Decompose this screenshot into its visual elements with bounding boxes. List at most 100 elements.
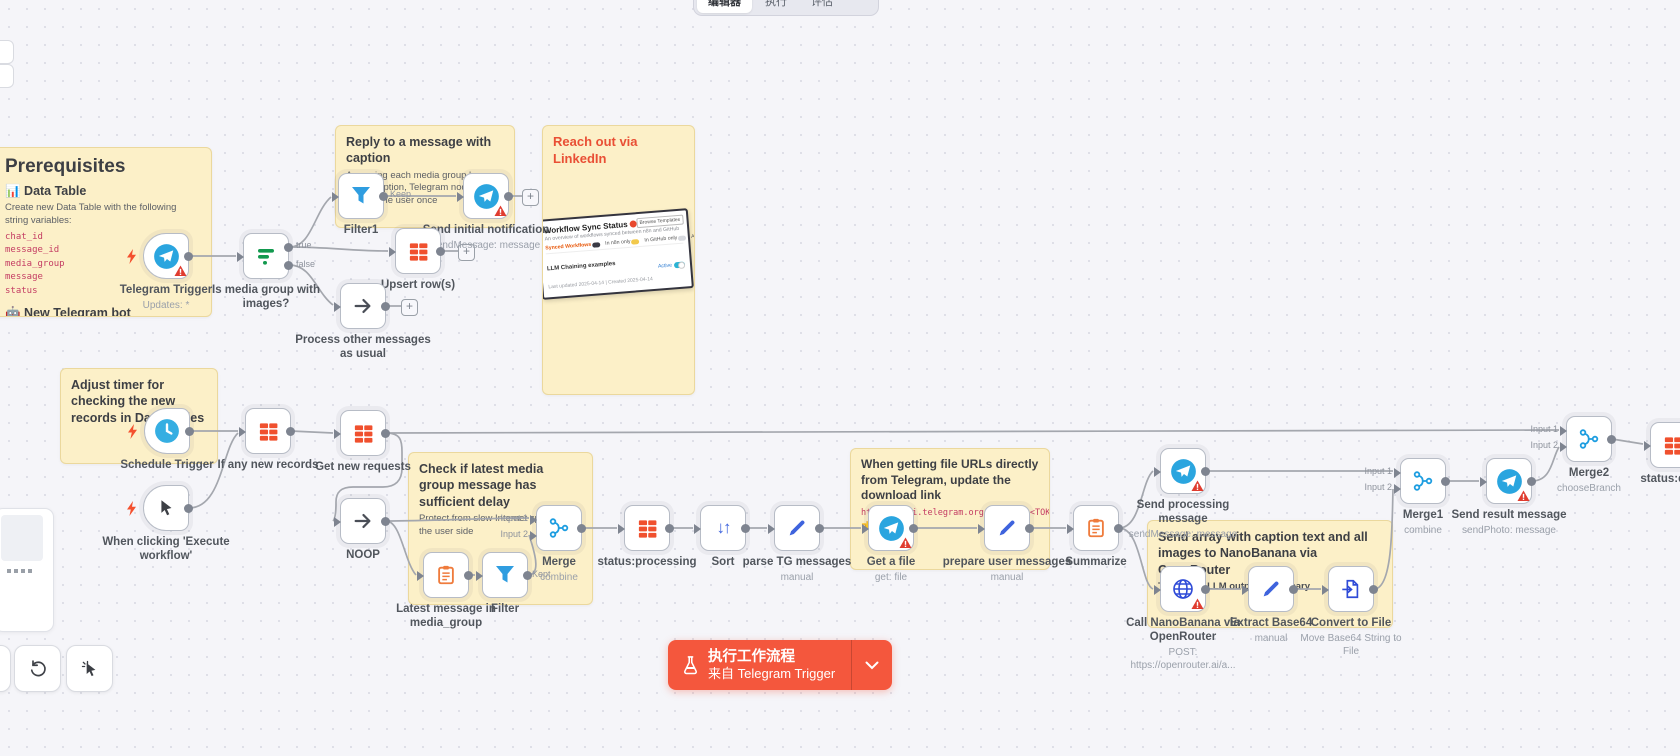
input-port[interactable] bbox=[334, 429, 341, 439]
sticky-prerequisites[interactable]: Prerequisites 📊 Data Table Create new Da… bbox=[0, 147, 212, 317]
node-filter1[interactable]: Filter1 bbox=[332, 173, 388, 236]
output-port[interactable] bbox=[1201, 467, 1210, 476]
output-port[interactable] bbox=[436, 247, 445, 256]
tidy-up-button[interactable] bbox=[66, 645, 113, 692]
input-port-1[interactable] bbox=[530, 515, 537, 525]
input-port[interactable] bbox=[457, 192, 464, 202]
node-is-media-group-switch[interactable]: Is media group with images? bbox=[212, 233, 320, 310]
output-port[interactable] bbox=[464, 571, 473, 580]
input-port[interactable] bbox=[237, 252, 244, 262]
node-noop[interactable]: NOOP bbox=[334, 498, 390, 561]
input-port[interactable] bbox=[334, 517, 341, 527]
output-port[interactable] bbox=[1025, 524, 1034, 533]
input-port[interactable] bbox=[334, 302, 341, 312]
output-port[interactable] bbox=[381, 517, 390, 526]
output-port[interactable] bbox=[1289, 585, 1298, 594]
output-port[interactable] bbox=[184, 252, 193, 261]
output-port[interactable] bbox=[504, 192, 513, 201]
input-port[interactable] bbox=[618, 524, 625, 534]
sticky-linkedin[interactable]: Reach out via LinkedIn Workflow Sync Sta… bbox=[542, 125, 695, 395]
output-port[interactable] bbox=[381, 302, 390, 311]
output-port[interactable] bbox=[381, 429, 390, 438]
output-port[interactable] bbox=[577, 524, 586, 533]
node-status-processing[interactable]: status:processing bbox=[597, 505, 697, 568]
input-port-2[interactable] bbox=[1560, 442, 1567, 452]
output-port[interactable] bbox=[184, 504, 193, 513]
cut-toolbar-button[interactable] bbox=[0, 645, 11, 692]
output-port[interactable] bbox=[379, 192, 388, 201]
node-schedule-trigger[interactable]: Schedule Trigger bbox=[120, 408, 214, 471]
input-port[interactable] bbox=[1480, 477, 1487, 487]
input-port[interactable] bbox=[1154, 585, 1161, 595]
output-port[interactable] bbox=[1607, 435, 1616, 444]
add-node-button[interactable]: + bbox=[458, 244, 475, 261]
input-port[interactable] bbox=[862, 524, 869, 534]
undo-button[interactable] bbox=[14, 645, 61, 692]
input-port[interactable] bbox=[476, 571, 483, 581]
output-port-false[interactable] bbox=[284, 261, 293, 270]
input-port[interactable] bbox=[1242, 585, 1249, 595]
add-node-button[interactable]: + bbox=[401, 299, 418, 316]
node-get-new-requests[interactable]: Get new requests bbox=[315, 410, 411, 473]
node-upsert-rows[interactable]: Upsert row(s) bbox=[381, 228, 455, 291]
tab-executions[interactable]: 执行 bbox=[765, 0, 787, 8]
output-port[interactable] bbox=[185, 427, 194, 436]
output-port[interactable] bbox=[1527, 477, 1536, 486]
input-port[interactable] bbox=[239, 427, 246, 437]
output-port[interactable] bbox=[1114, 524, 1123, 533]
input-port-1[interactable] bbox=[1394, 468, 1401, 478]
input-port[interactable] bbox=[1067, 524, 1074, 534]
node-sort[interactable]: ↓↑ Sort bbox=[694, 505, 750, 568]
input-port[interactable] bbox=[1322, 585, 1329, 595]
output-port[interactable] bbox=[665, 524, 674, 533]
output-port[interactable] bbox=[523, 571, 532, 580]
output-port[interactable] bbox=[741, 524, 750, 533]
output-port[interactable] bbox=[1201, 585, 1210, 594]
output-port[interactable] bbox=[909, 524, 918, 533]
input-port-2[interactable] bbox=[530, 531, 537, 541]
node-if-any-new-records[interactable]: If any new records bbox=[218, 408, 318, 471]
node-process-other-messages[interactable]: Process other messages as usual bbox=[295, 283, 431, 360]
input-port[interactable] bbox=[332, 192, 339, 202]
add-node-button[interactable]: + bbox=[522, 189, 539, 206]
input-port[interactable] bbox=[417, 571, 424, 581]
input-port[interactable] bbox=[389, 247, 396, 257]
input-port[interactable] bbox=[768, 524, 775, 534]
input-port[interactable] bbox=[694, 524, 701, 534]
execute-dropdown-button[interactable] bbox=[851, 640, 893, 690]
output-port[interactable] bbox=[1441, 477, 1450, 486]
sticky-adjust-timer[interactable]: Adjust timer for checking the new record… bbox=[60, 368, 218, 464]
node-filter[interactable]: Filter bbox=[476, 552, 532, 615]
tab-editor[interactable]: 编辑器 bbox=[697, 0, 752, 13]
input-port-2[interactable] bbox=[1394, 484, 1401, 494]
node-status-done[interactable]: status:done bbox=[1640, 422, 1680, 485]
input-port[interactable] bbox=[1154, 467, 1161, 477]
output-port-true[interactable] bbox=[284, 243, 293, 252]
input-port[interactable] bbox=[978, 524, 985, 534]
node-summarize[interactable]: Summarize bbox=[1065, 505, 1127, 568]
node-latest-message[interactable]: Latest message in media_group bbox=[396, 552, 496, 629]
execute-workflow-button[interactable]: 执行工作流程 来自 Telegram Trigger bbox=[668, 640, 852, 690]
output-port[interactable] bbox=[286, 427, 295, 436]
output-port[interactable] bbox=[1369, 585, 1378, 594]
minimap-panel[interactable] bbox=[0, 508, 54, 632]
input-port-1[interactable] bbox=[1560, 426, 1567, 436]
output-port[interactable] bbox=[815, 524, 824, 533]
tab-evaluations[interactable]: 评估 bbox=[811, 0, 833, 8]
input-port[interactable] bbox=[1644, 441, 1651, 451]
node-manual-trigger[interactable]: When clicking 'Execute workflow' bbox=[102, 485, 230, 562]
